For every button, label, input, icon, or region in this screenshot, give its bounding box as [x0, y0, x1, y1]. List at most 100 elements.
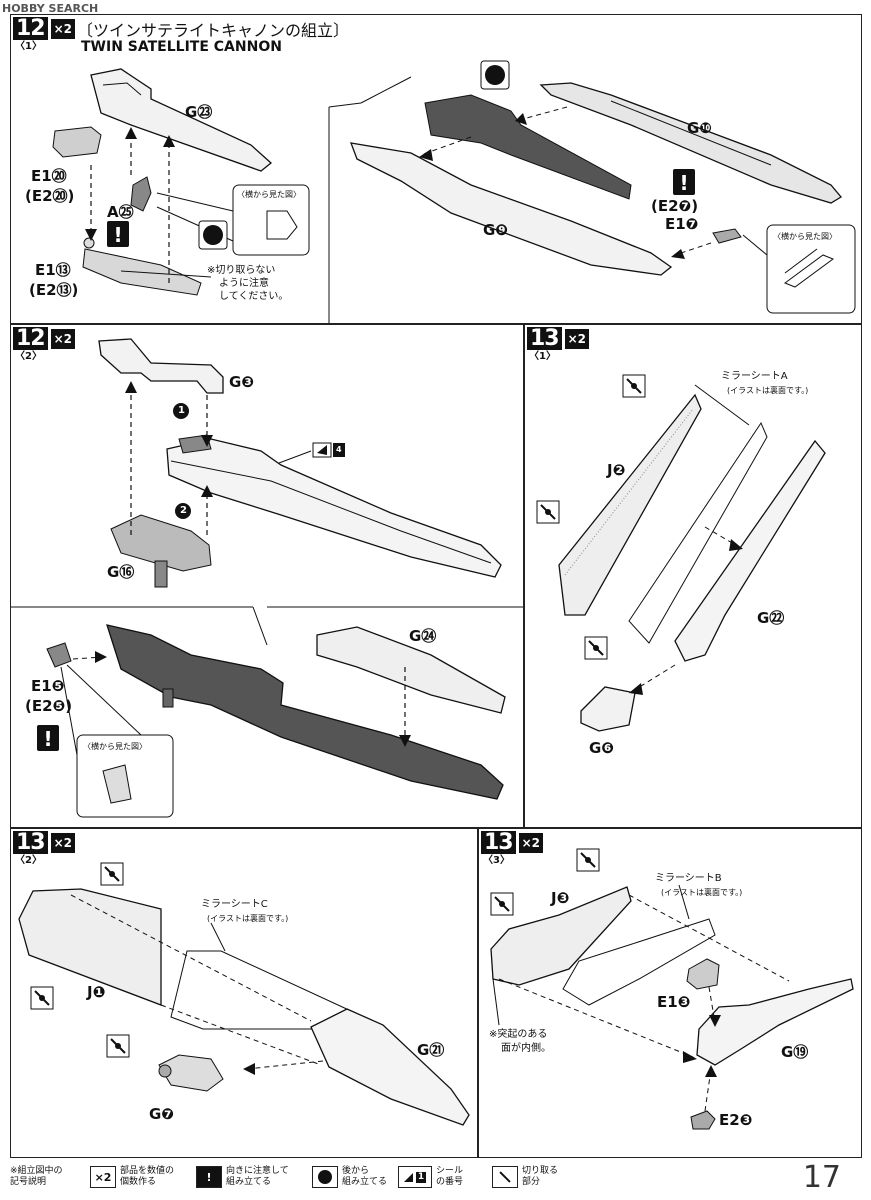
part-label-g23: G㉓ [185, 103, 213, 121]
multiplier-badge: ×2 [564, 329, 590, 349]
step-number: 13 [13, 831, 48, 854]
legend-cut: 切り取る 部分 [492, 1166, 558, 1188]
legend-caution-line-2: 組み立てる [226, 1177, 272, 1187]
legend-back: 後から 組み立てる [312, 1166, 387, 1188]
seal-icon: 1 [398, 1166, 432, 1188]
seal-number: 4 [336, 445, 342, 454]
legend-mult-line-1: 部品を数値の [120, 1166, 175, 1176]
step-sub: 〈2〉 [15, 351, 42, 362]
legend-cut-line-1: 切り取る [522, 1166, 559, 1176]
step-sub: 〈3〉 [483, 855, 510, 866]
diagram-12-2: ! [11, 338, 523, 818]
step-sub: 〈2〉 [15, 855, 42, 866]
part-label-a25: A㉕ [107, 203, 134, 221]
part-label-j2: J❷ [607, 461, 626, 479]
legend-back-line-1: 後から [342, 1166, 370, 1176]
legend-back-line-2: 組み立てる [342, 1177, 388, 1187]
symbol-legend: ※組立図中の 記号説明 ×2 部品を数値の 個数作る ! 向きに注意して 組み立… [0, 1160, 871, 1200]
panel-step-12-2: 12 ×2 〈2〉 [10, 324, 524, 828]
part-label-g24: G㉔ [409, 627, 437, 645]
svg-text:!: ! [679, 171, 688, 195]
diagram-13-3 [490, 848, 854, 1130]
legend-mult-line-2: 個数作る [120, 1177, 157, 1187]
part-label-e2-7: (E2❼) [651, 197, 699, 215]
legend-title: ※組立図中の 記号説明 [10, 1166, 63, 1188]
part-label-e1-20: E1⑳ [31, 167, 67, 185]
legend-caution-line-1: 向きに注意して [226, 1166, 289, 1176]
diagram-13-2 [18, 862, 470, 1126]
legend-title-line-1: ※組立図中の [10, 1166, 63, 1176]
watermark: HOBBY SEARCH [2, 2, 99, 15]
step-number: 13 [527, 327, 562, 350]
step-number: 12 [13, 17, 48, 40]
diagram-12-1: ! ! [52, 60, 856, 323]
legend-seal-line-1: シール [436, 1166, 464, 1176]
svg-text:!: ! [43, 727, 52, 751]
step-bullet-2: 2 [180, 505, 187, 516]
title-en: TWIN SATELLITE CANNON [81, 39, 282, 55]
legend-multiplier: ×2 部品を数値の 個数作る [90, 1166, 174, 1188]
seal-number-icon: 1 [415, 1171, 427, 1183]
step-bullet-1: 1 [178, 405, 185, 416]
title-jp: 〔ツインサテライトキャノンの組立〕 [77, 21, 350, 40]
page-number: 17 [802, 1160, 841, 1195]
multiplier-badge: ×2 [50, 19, 76, 39]
legend-title-line-2: 記号説明 [10, 1177, 47, 1187]
legend-caution: ! 向きに注意して 組み立てる [196, 1166, 289, 1188]
legend-seal-line-2: の番号 [436, 1177, 464, 1187]
mirror-sheet-b: ミラーシートB [655, 873, 722, 884]
step-sub: 〈1〉 [15, 41, 42, 52]
mirror-sheet-sub: (イラストは裏面です。) [727, 386, 809, 395]
caution-icon: ! [196, 1166, 222, 1188]
part-label-g10: G❿ [687, 119, 713, 137]
step-badge-12-2: 12 ×2 [13, 327, 76, 350]
part-label-g7: G❼ [149, 1105, 175, 1123]
panel-step-13-3: 13 ×2 〈3〉 ミラーシートB (イラストは裏面です。) J❸ E1❸ [478, 828, 862, 1158]
step-badge-13-1: 13 ×2 [527, 327, 590, 350]
part-label-g3: G❸ [229, 373, 255, 391]
part-label-j1: J❶ [87, 983, 106, 1001]
part-label-g22: G㉒ [757, 609, 785, 627]
part-label-g16: G⑯ [107, 563, 135, 581]
multiplier-badge: ×2 [50, 329, 76, 349]
legend-seal: 1 シール の番号 [398, 1166, 463, 1188]
part-label-g6: G❻ [589, 739, 615, 757]
no-cut-note-1: ※切り取らない [207, 265, 276, 276]
part-label-g9: G❾ [483, 221, 509, 239]
part-label-e2-5: (E2❺) [25, 697, 73, 715]
part-label-e2-20: (E2⑳) [25, 187, 75, 205]
protrusion-note-1: ※突起のある [489, 1029, 548, 1040]
back-assembly-icon [312, 1166, 338, 1188]
protrusion-note-2: 面が内側。 [501, 1043, 551, 1054]
part-label-e1-3: E1❸ [657, 993, 691, 1011]
mirror-sheet-sub: (イラストは裏面です。) [207, 914, 289, 923]
part-label-j3: J❸ [551, 889, 570, 907]
multiplier-icon: ×2 [90, 1166, 116, 1188]
step-number: 12 [13, 327, 48, 350]
panel-step-12-1: 12 ×2 〈1〉 〔ツインサテライトキャノンの組立〕 TWIN SATELLI… [10, 14, 862, 324]
multiplier-badge: ×2 [50, 833, 76, 853]
panel-step-13-2: 13 ×2 〈2〉 ミラーシートC (イラストは裏面です。) J❶ G㉑ G❼ [10, 828, 478, 1158]
mirror-sheet-c: ミラーシートC [201, 899, 268, 910]
part-label-g19: G⑲ [781, 1043, 809, 1061]
panel-step-13-1: 13 ×2 〈1〉 ミラーシートA (イラストは裏面です。) J❷ G㉒ G❻ [524, 324, 862, 828]
step-badge-12-1: 12 ×2 [13, 17, 76, 40]
part-label-e1-13: E1⑬ [35, 261, 71, 279]
part-label-e2-13: (E2⑬) [29, 281, 79, 299]
step-number: 13 [481, 831, 516, 854]
step-sub: 〈1〉 [529, 351, 556, 362]
part-label-e2-3: E2❸ [719, 1111, 753, 1129]
part-label-e1-5: E1❺ [31, 677, 65, 695]
diagram-13-1 [536, 374, 826, 732]
part-label-e1-7: E1❼ [665, 215, 699, 233]
legend-cut-line-2: 部分 [522, 1177, 541, 1187]
side-view-label: 〈横から見た図〉 [237, 190, 301, 199]
no-cut-note-2: ように注意 [219, 278, 269, 289]
svg-text:!: ! [113, 223, 122, 247]
side-view-label: 〈横から見た図〉 [83, 742, 147, 751]
mirror-sheet-a: ミラーシートA [721, 371, 788, 382]
mirror-sheet-sub: (イラストは裏面です。) [661, 888, 743, 897]
step-badge-13-2: 13 ×2 [13, 831, 76, 854]
multiplier-badge: ×2 [518, 833, 544, 853]
cut-icon [492, 1166, 518, 1188]
